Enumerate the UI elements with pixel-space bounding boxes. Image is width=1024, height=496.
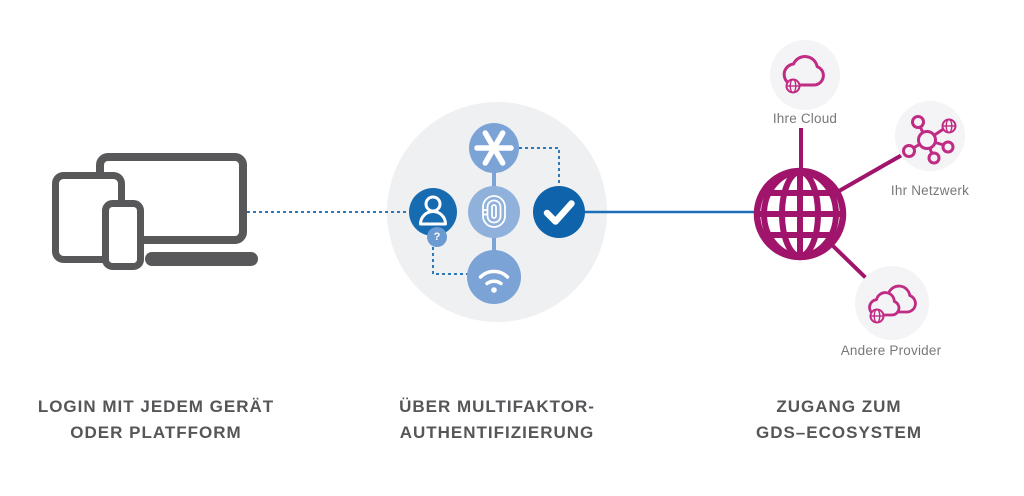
caption-ecosystem-line2: GDS–ECOSYSTEM	[755, 423, 923, 442]
cloud-icon	[782, 55, 825, 94]
ihr-netzwerk-label: Ihr Netzwerk	[890, 183, 970, 198]
multi-cloud-icon	[868, 284, 917, 324]
wifi-icon	[478, 269, 510, 293]
devices-icon	[40, 145, 270, 275]
globe-icon	[752, 166, 848, 262]
caption-ecosystem-line1: ZUGANG ZUM	[776, 397, 902, 416]
andere-provider-label: Andere Provider	[840, 343, 942, 358]
ihre-cloud-circle	[770, 40, 840, 110]
wifi-circle	[467, 250, 521, 304]
caption-mfa-line1: ÜBER MULTIFAKTOR-	[399, 397, 595, 416]
caption-mfa: ÜBER MULTIFAKTOR- AUTHENTIFIZIERUNG	[357, 394, 637, 446]
mini-globe-icon	[941, 118, 957, 134]
caption-login: LOGIN MIT JEDEM GERÄT ODER PLATFFORM	[16, 394, 296, 446]
fingerprint-circle	[468, 186, 520, 238]
password-circle	[469, 123, 519, 173]
network-icon	[902, 115, 957, 165]
ihre-cloud-label: Ihre Cloud	[772, 111, 838, 126]
mini-globe-icon	[785, 78, 801, 94]
caption-login-line2: ODER PLATFFORM	[70, 423, 242, 442]
caption-login-line1: LOGIN MIT JEDEM GERÄT	[37, 397, 275, 416]
password-asterisk-icon	[474, 130, 514, 166]
ihr-netzwerk-circle	[895, 101, 965, 171]
phone-icon	[102, 200, 144, 270]
fingerprint-icon	[482, 195, 506, 228]
user-icon	[419, 195, 447, 226]
checkmark-icon	[543, 200, 575, 225]
andere-provider-circle	[855, 266, 929, 340]
mini-globe-icon	[869, 308, 885, 324]
caption-mfa-line2: AUTHENTIFIZIERUNG	[399, 423, 595, 442]
caption-ecosystem: ZUGANG ZUM GDS–ECOSYSTEM	[699, 394, 979, 446]
check-circle	[533, 186, 585, 238]
question-badge: ?	[427, 227, 447, 247]
user-circle	[409, 188, 457, 236]
